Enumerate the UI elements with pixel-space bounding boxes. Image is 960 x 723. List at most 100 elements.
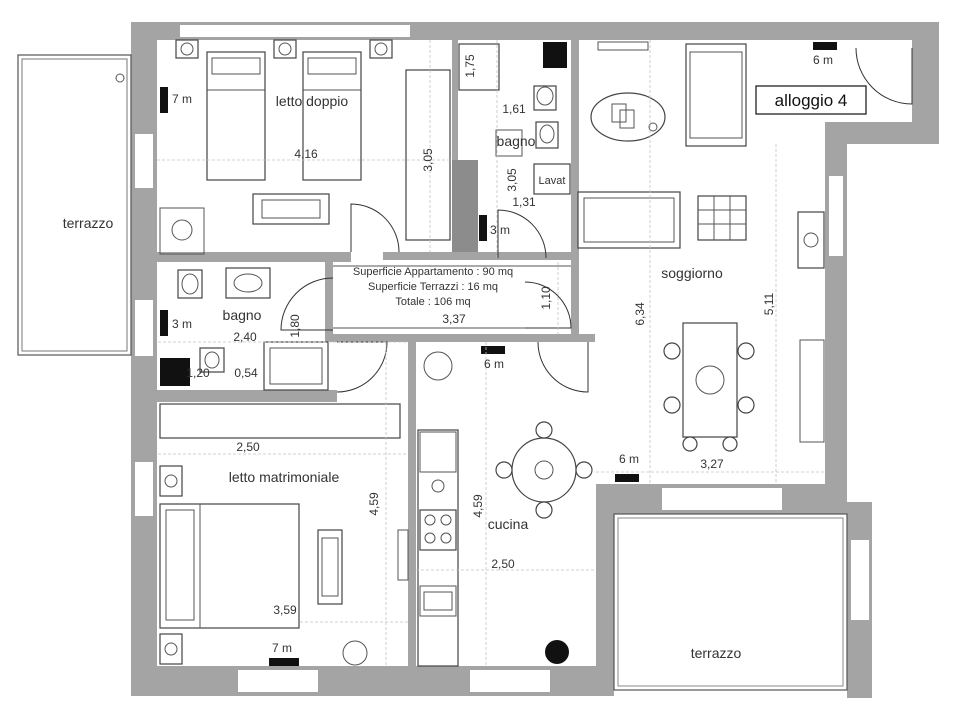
summary-line-3: Totale : 106 mq: [395, 296, 470, 308]
plan-title: alloggio 4: [775, 91, 848, 110]
window-left-3: [135, 300, 153, 356]
terrazzo-right-area: [613, 513, 848, 691]
bed-double: [159, 503, 300, 629]
dim-2-50-bed: 2,50: [236, 440, 260, 454]
wall-bagno-mid-right: [325, 262, 333, 342]
dim-3-27: 3,27: [700, 457, 724, 471]
dim-5-11: 5,11: [762, 292, 776, 315]
washer: [533, 163, 571, 195]
letto-doppio-furniture: [159, 39, 451, 255]
dining-table: [682, 322, 738, 438]
room-label-terrazzo-left: terrazzo: [63, 215, 114, 231]
nightstand-4: [159, 465, 183, 497]
sideboard: [799, 339, 825, 443]
height-label-cucina: 6 m: [484, 357, 504, 371]
label-lavatrice: Lavat: [539, 175, 566, 187]
wall-outer-right-step: [825, 122, 939, 144]
sink-mid: [225, 267, 271, 299]
dim-1-20: 1,20: [186, 366, 210, 380]
soggiorno-furniture: [577, 41, 837, 482]
dim-6-34: 6,34: [633, 302, 647, 326]
title-box: [755, 85, 867, 115]
desk-letto-doppio: [159, 207, 205, 255]
door-bagno-top: [497, 209, 547, 259]
window-right-2: [851, 540, 869, 620]
shower-mid: [263, 341, 329, 391]
dim-1-80: 1,80: [288, 314, 302, 338]
wall-corridor-top: [383, 252, 579, 260]
dim-4-59-kit: 4,59: [471, 494, 485, 518]
dim-3-59: 3,59: [273, 603, 297, 617]
wall-bed2-kitchen: [408, 342, 416, 666]
dim-4-16: 4,16: [294, 147, 318, 161]
room-label-soggiorno: soggiorno: [661, 265, 723, 281]
wall-corridor-bottom: [325, 334, 595, 342]
shower-top: [458, 43, 500, 91]
height-label-letto-doppio: 7 m: [172, 92, 192, 106]
dim-3-05-bed: 3,05: [421, 148, 435, 172]
window-bottom-2: [470, 670, 550, 692]
summary-line-2: Superficie Terrazzi : 16 mq: [368, 281, 498, 293]
wall-bed-bath: [452, 40, 458, 258]
dimension-lines: [157, 40, 825, 666]
sofa-top: [685, 43, 747, 147]
wall-bed-bath-dark: [452, 160, 478, 258]
door-lamp: [597, 41, 649, 51]
bidet-top: [535, 121, 559, 149]
wall-bagno-mid-bottom: [157, 390, 337, 402]
dim-1-10: 1,10: [539, 286, 553, 310]
dim-0-54: 0,54: [234, 366, 258, 380]
height-mark-bagno-mid-corner: [160, 358, 190, 386]
height-mark-bagno-top: [479, 215, 487, 241]
room-label-letto-doppio: letto doppio: [276, 93, 349, 109]
room-label-bagno-top: bagno: [497, 133, 536, 149]
dim-4-59-bed: 4,59: [367, 492, 381, 516]
dim-2-40: 2,40: [233, 330, 257, 344]
height-mark-bagno-top-a: [543, 42, 567, 68]
terrazzo-left-area: [17, 54, 132, 356]
cucina-furniture: [417, 346, 593, 667]
wall-outer-left: [131, 22, 157, 696]
height-label-bagno-top: 3 m: [490, 223, 510, 237]
height-label-soggiorno-bottom: 6 m: [619, 452, 639, 466]
wall-bath-living: [571, 40, 579, 258]
room-label-letto-matrimoniale: letto matrimoniale: [229, 469, 340, 485]
fireplace: [797, 211, 825, 269]
dim-2-50-kit: 2,50: [491, 557, 515, 571]
dim-3-37: 3,37: [442, 312, 466, 326]
stove: [419, 509, 457, 551]
door-corridor: [524, 281, 572, 329]
rug-letto-doppio: [252, 193, 330, 225]
kitchen-bin: [545, 640, 569, 664]
fridge: [419, 431, 457, 473]
window-left-2: [135, 462, 153, 516]
door-bagno-mid: [280, 277, 334, 331]
dim-1-75: 1,75: [463, 54, 477, 78]
wall-corridor-right: [571, 258, 579, 342]
wc-top: [533, 85, 557, 111]
window-left-1: [135, 134, 153, 188]
height-mark-cucina: [481, 346, 505, 354]
bed-single-2: [302, 51, 362, 181]
kitchen-table: [511, 437, 577, 503]
height-mark-soggiorno-top: [813, 42, 837, 50]
bagno-mid-furniture: [160, 267, 329, 391]
plant-kitchen: [423, 351, 453, 381]
door-entrance: [855, 47, 913, 105]
walls: [131, 22, 939, 698]
sink-top: [495, 129, 523, 157]
window-right-1: [829, 176, 843, 256]
armchair-matrimoniale: [342, 640, 368, 666]
wall-outer-right-upper: [912, 22, 939, 122]
height-mark-matrimoniale: [269, 658, 299, 666]
dim-3-05-bath: 3,05: [505, 168, 519, 192]
height-label-matrimoniale: 7 m: [272, 641, 292, 655]
summary-line-1: Superficie Appartamento : 90 mq: [353, 266, 513, 278]
nightstand-2: [273, 39, 297, 59]
room-label-terrazzo-right: terrazzo: [691, 645, 742, 661]
window-top-1: [180, 25, 410, 37]
letto-matrimoniale-furniture: [159, 403, 409, 666]
door-matrimoniale: [336, 341, 388, 393]
dim-1-31: 1,31: [512, 195, 536, 209]
